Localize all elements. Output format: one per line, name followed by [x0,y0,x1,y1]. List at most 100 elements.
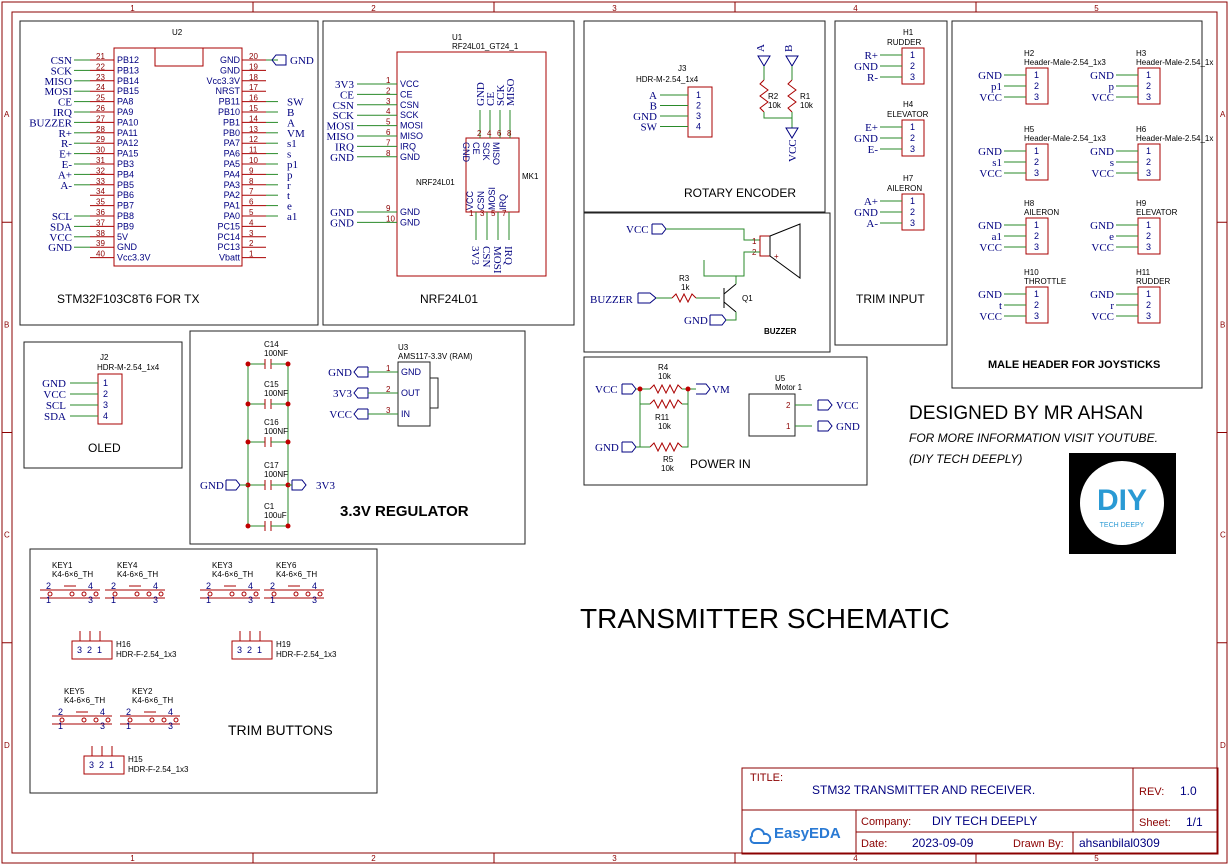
oled-connector[interactable] [97,373,123,425]
nrf24-module[interactable] [396,51,547,277]
motor-connector[interactable] [748,393,796,437]
j3-connector[interactable] [687,86,713,138]
